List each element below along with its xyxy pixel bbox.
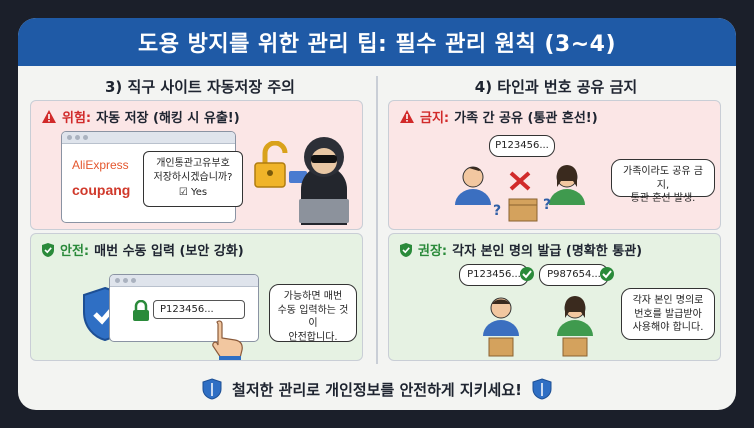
hacker-icon <box>299 137 349 225</box>
safe-tip-line-1: 가능하면 매번 <box>283 291 343 302</box>
safe-tip-line-3: 안전합니다. <box>288 331 338 343</box>
ban-tip-bubble: 가족이라도 공유 금지, 통관 혼선 발생. <box>611 159 715 204</box>
browser-bar <box>110 275 258 287</box>
danger-text: 자동 저장 (해킹 시 유출!) <box>96 111 240 126</box>
recommend-text: 각자 본인 명의 발급 (명확한 통관) <box>452 244 643 259</box>
popup-yes-row[interactable]: ☑ Yes <box>150 186 236 200</box>
safe-tip-bubble: 가능하면 매번 수동 입력하는 것이 안전합니다. <box>269 284 357 343</box>
recommend-tag: 권장: <box>418 244 448 259</box>
ban-tip-line-1: 가족이라도 공유 금지, <box>623 166 703 191</box>
danger-panel: 위험: 자동 저장 (해킹 시 유출!) AliExpress coupang … <box>30 100 363 230</box>
shield-icon <box>202 378 222 400</box>
popup-yes-label: Yes <box>191 187 208 198</box>
shared-code-bubble: P123456... <box>489 135 555 157</box>
own-code-bubble-1: P123456... <box>459 264 529 286</box>
lock-icon <box>133 300 149 321</box>
warning-icon <box>400 110 414 123</box>
pointing-hand-icon <box>212 320 243 360</box>
safe-panel: 안전: 매번 수동 입력 (보안 강화) P123456... 가능하면 매번 … <box>30 233 363 361</box>
ban-panel: 금지: 가족 간 공유 (통관 혼선!) P123456... ? ? 가족이라… <box>388 100 721 230</box>
customs-code-input[interactable]: P123456... <box>153 300 245 319</box>
recommend-panel: 권장: 각자 본인 명의 발급 (명확한 통관) P123456... P987… <box>388 233 721 361</box>
safe-tag: 안전: <box>60 244 90 259</box>
danger-header: 위험: 자동 저장 (해킹 시 유출!) <box>41 107 240 126</box>
coupang-logo: coupang <box>72 182 131 198</box>
recommend-header: 권장: 각자 본인 명의 발급 (명확한 통관) <box>399 240 642 259</box>
column-divider <box>376 76 378 364</box>
page-title: 도용 방지를 위한 관리 팁: 필수 관리 원칙 (3~4) <box>137 32 617 57</box>
save-prompt-dialog: 개인통관고유부호 저장하시겠습니까? ☑ Yes <box>143 151 243 207</box>
popup-line-1: 개인통관고유부호 <box>156 158 230 169</box>
ban-text: 가족 간 공유 (통관 혼선!) <box>454 111 598 126</box>
shield-icon <box>532 378 552 400</box>
infographic-card: 도용 방지를 위한 관리 팁: 필수 관리 원칙 (3~4) 3) 직구 사이트… <box>18 18 736 410</box>
svg-text:?: ? <box>543 197 551 213</box>
recommend-tip-line-1: 각자 본인 명의로 <box>632 295 704 306</box>
individual-owners-icon <box>483 296 593 357</box>
footer-message: 철저한 관리로 개인정보를 안전하게 지키세요! <box>232 380 522 399</box>
safe-header: 안전: 매번 수동 입력 (보안 강화) <box>41 240 244 259</box>
recommend-tip-bubble: 각자 본인 명의로 번호를 발급받아 사용해야 합니다. <box>621 288 715 340</box>
recommend-tip-line-2: 번호를 발급받아 <box>634 308 702 320</box>
footer: 철저한 관리로 개인정보를 안전하게 지키세요! <box>18 368 736 410</box>
checkbox-icon: ☑ <box>178 187 188 198</box>
title-bar: 도용 방지를 위한 관리 팁: 필수 관리 원칙 (3~4) <box>18 18 736 66</box>
open-padlock-icon <box>254 141 307 188</box>
danger-tag: 위험: <box>62 111 92 126</box>
ban-header: 금지: 가족 간 공유 (통관 혼선!) <box>399 107 598 126</box>
browser-bar <box>62 132 235 144</box>
check-shield-icon <box>400 242 412 257</box>
popup-line-2: 저장하시겠습니까? <box>153 171 233 183</box>
safe-tip-line-2: 수동 입력하는 것이 <box>277 304 349 330</box>
recommend-tip-line-3: 사용해야 합니다. <box>632 322 704 333</box>
svg-text:?: ? <box>493 203 501 219</box>
ban-tip-line-2: 통관 혼선 발생. <box>630 193 696 204</box>
left-heading: 3) 직구 사이트 자동저장 주의 <box>105 78 295 96</box>
safe-text: 매번 수동 입력 (보안 강화) <box>94 244 244 259</box>
right-heading: 4) 타인과 번호 공유 금지 <box>474 78 638 96</box>
warning-icon <box>42 110 56 123</box>
family-sharing-icon: ? ? <box>455 165 585 222</box>
verified-check-icons <box>520 267 614 281</box>
ban-tag: 금지: <box>420 111 450 126</box>
check-shield-icon <box>42 242 54 257</box>
aliexpress-logo: AliExpress <box>72 158 129 172</box>
